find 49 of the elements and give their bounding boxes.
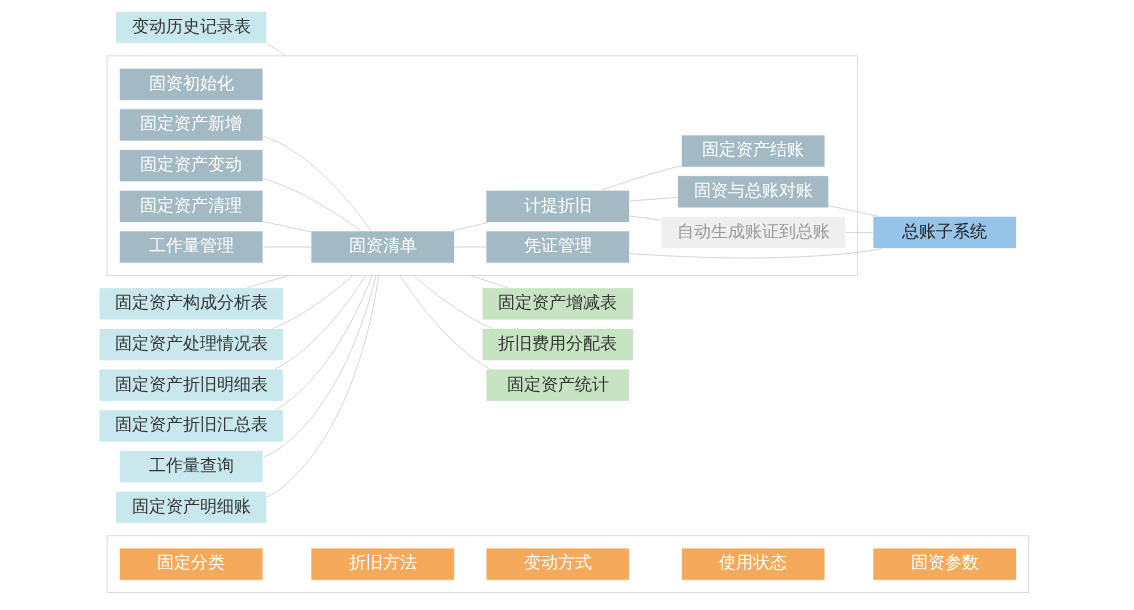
connector: [272, 275, 354, 329]
node-box: 固资清单: [310, 230, 455, 264]
node-box: 固资与总账对账: [677, 175, 830, 209]
connector: [629, 197, 678, 202]
node-box: 固定资产构成分析表: [98, 287, 284, 321]
node-box: 固定资产折旧汇总表: [98, 409, 284, 443]
node-box: 折旧费用分配表: [481, 328, 634, 362]
node-box: 折旧方法: [310, 547, 455, 581]
node-box: 总账子系统: [872, 215, 1017, 249]
node-box: 固定资产变动: [119, 149, 264, 183]
connector: [469, 275, 509, 289]
node-box: 凭证管理: [485, 230, 630, 264]
connector: [246, 275, 289, 289]
connector: [629, 248, 883, 259]
node-box: 自动生成账证到总账: [660, 215, 846, 249]
connector: [266, 43, 286, 57]
connector: [399, 275, 491, 370]
node-box: 工作量查询: [119, 450, 264, 484]
cluster: [106, 55, 858, 276]
connector: [629, 215, 662, 221]
connector: [844, 232, 874, 233]
node-box: 固资参数: [872, 547, 1017, 581]
connector: [262, 275, 377, 458]
node-box: 使用状态: [681, 547, 826, 581]
connector: [275, 275, 373, 411]
node-box: 计提折旧: [485, 189, 630, 223]
connector: [262, 135, 372, 232]
connector: [262, 221, 312, 233]
connector: [601, 165, 682, 191]
connector: [413, 275, 493, 329]
node-box: 固定资产清理: [119, 189, 264, 223]
node-box: 固资初始化: [119, 67, 264, 101]
node-box: 固定资产增减表: [481, 287, 634, 321]
connector: [451, 222, 489, 232]
node-box: 固定分类: [119, 547, 264, 581]
node-box: 固定资产统计: [485, 368, 630, 402]
node-box: 固定资产折旧明细表: [98, 368, 284, 402]
node-box: 变动方式: [485, 547, 630, 581]
cluster: [106, 535, 1030, 593]
node-box: 固定资产结账: [681, 134, 826, 168]
node-box: 固定资产处理情况表: [98, 328, 284, 362]
connector: [266, 275, 380, 498]
node-box: 固定资产新增: [119, 108, 264, 142]
connector: [274, 275, 367, 370]
node-box: 工作量管理: [119, 230, 264, 264]
connector: [262, 178, 362, 232]
connector: [828, 205, 879, 217]
node-box: 变动历史记录表: [115, 10, 268, 44]
node-box: 固定资产明细账: [115, 490, 268, 524]
